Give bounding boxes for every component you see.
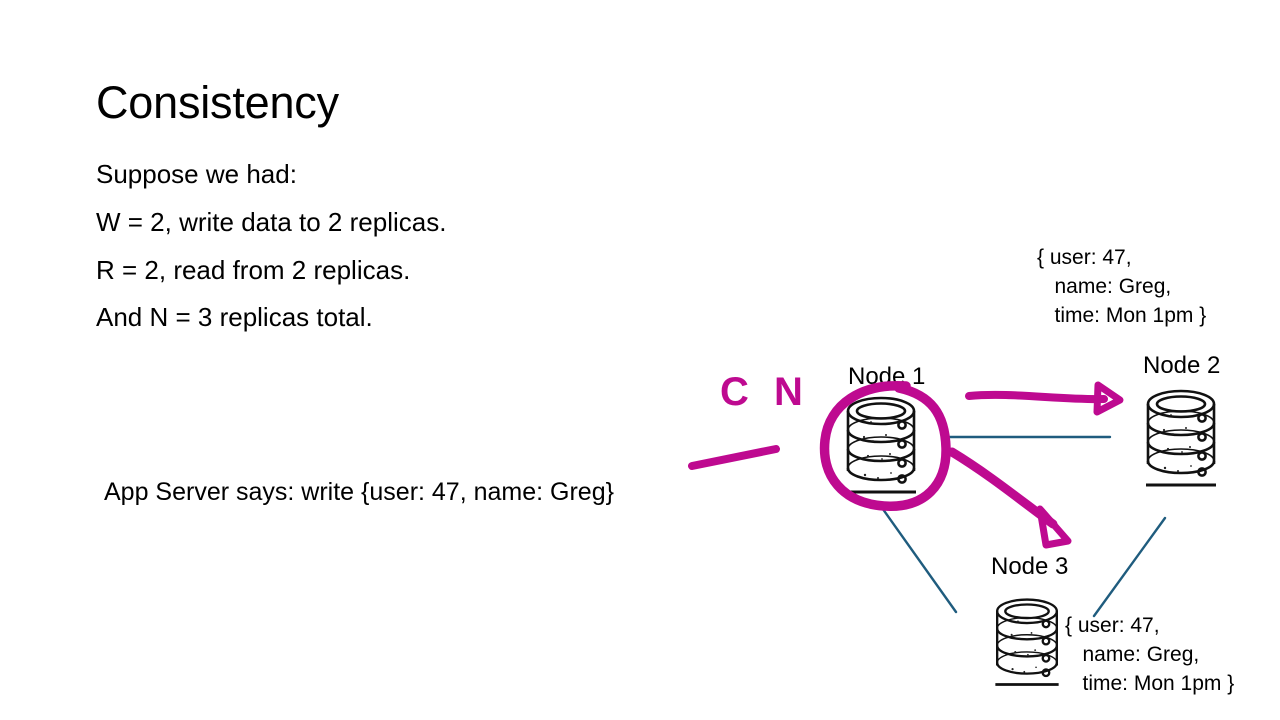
app-server-caption: App Server says: write {user: 47, name: …	[104, 478, 614, 506]
node-1-label: Node 1	[848, 363, 926, 390]
node-2-database-icon	[1138, 386, 1224, 495]
node-3-database-icon	[988, 595, 1066, 694]
page-title: Consistency	[96, 77, 339, 128]
body-text-line: And N = 3 replicas total.	[96, 302, 373, 332]
body-text-line: R = 2, read from 2 replicas.	[96, 255, 411, 285]
body-text-line: W = 2, write data to 2 replicas.	[96, 207, 447, 237]
ink-stroke-app-server	[688, 445, 780, 470]
handwritten-cn-annotation: C N	[720, 370, 810, 414]
ink-arrow-to-node-3	[947, 447, 1072, 549]
node-2-record-label: { user: 47, name: Greg, time: Mon 1pm }	[1037, 246, 1207, 327]
node-3-record-label: { user: 47, name: Greg, time: Mon 1pm }	[1065, 614, 1235, 695]
node-3-label: Node 3	[991, 553, 1069, 580]
body-text-line: Suppose we had:	[96, 159, 297, 189]
node-1-database-icon	[838, 393, 924, 502]
node-2-label: Node 2	[1143, 352, 1221, 379]
ink-arrow-to-node-2	[965, 381, 1124, 416]
